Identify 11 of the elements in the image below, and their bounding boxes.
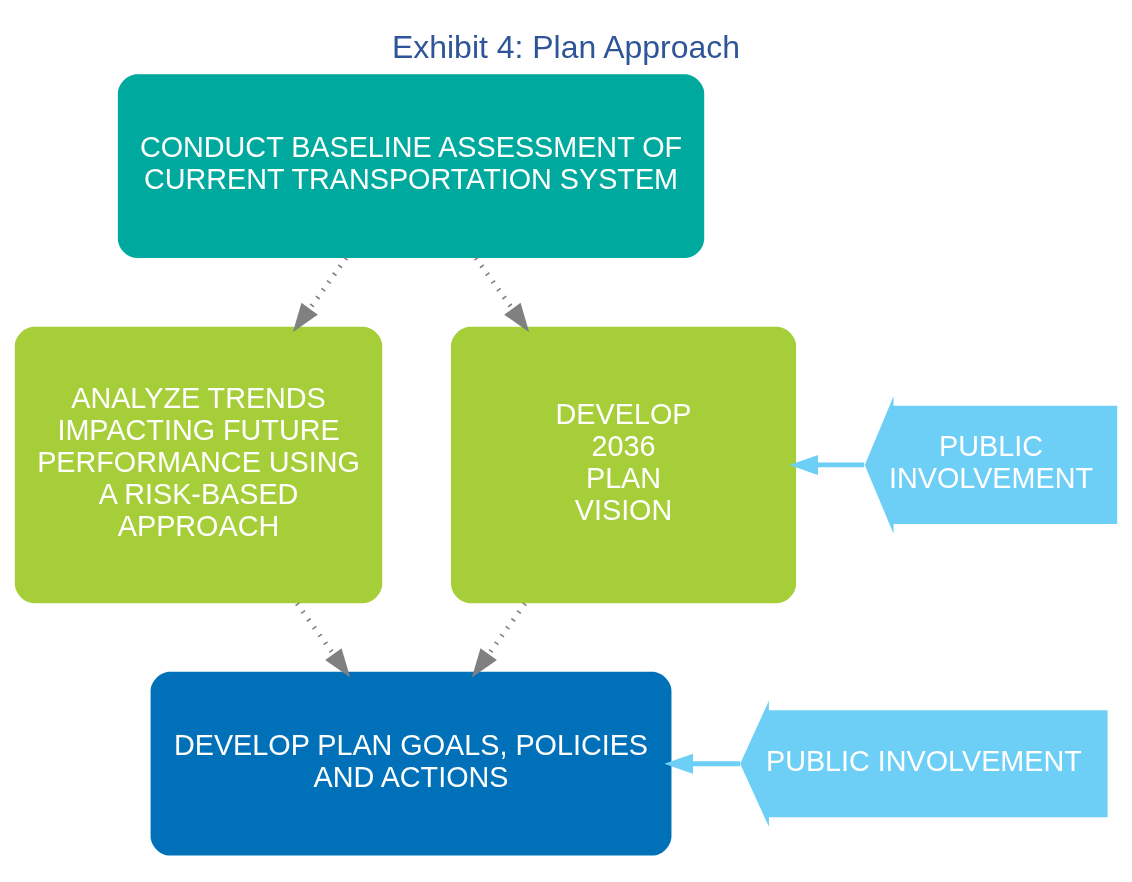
node-box: DEVELOP PLAN GOALS, POLICIES AND ACTIONS — [150, 671, 672, 856]
arrow — [664, 753, 740, 774]
diagram-title: Exhibit 4: Plan Approach — [392, 29, 740, 66]
node-box: DEVELOP 2036 PLAN VISION — [450, 326, 797, 604]
arrow — [292, 256, 349, 333]
arrow — [295, 602, 351, 678]
arrow — [789, 454, 865, 476]
node-box: CONDUCT BASELINE ASSESSMENT OF CURRENT TRANSPORTATION SYSTEM — [117, 74, 705, 259]
arrow — [471, 602, 527, 678]
arrow — [474, 256, 530, 333]
node-box: ANALYZE TRENDS IMPACTING FUTURE PERFORMANCE USING A RISK-BASED APPROACH — [14, 326, 383, 604]
